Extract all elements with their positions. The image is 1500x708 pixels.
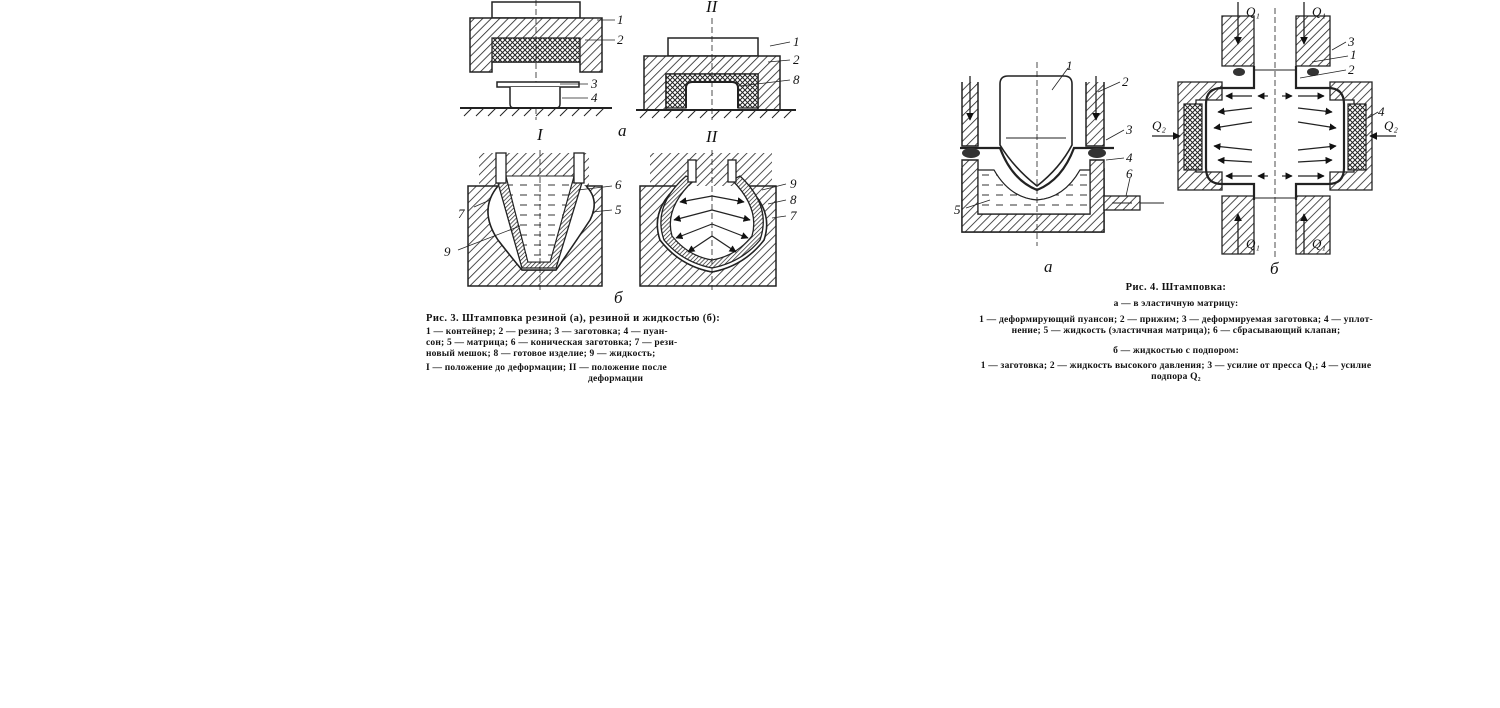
fig3-b-position-II: 9 8 7 xyxy=(639,150,797,290)
fig4-caption: Рис. 4. Штамповка: а — в эластичную матр… xyxy=(979,282,1373,382)
fig3-label-b: б xyxy=(614,288,623,307)
fig3-caption-title: Рис. 3. Штамповка резиной (а), резиной и… xyxy=(426,313,720,324)
fig3-label-4: 4 xyxy=(591,90,598,105)
fig3-a-position-II: II 1 2 8 xyxy=(636,0,800,120)
fig4-caption-a-line-2: нение; 5 — жидкость (эластичная матрица)… xyxy=(1012,325,1341,336)
fig4-label-Q1-top-left: Q₁ xyxy=(1246,4,1260,19)
fig3-label-5: 5 xyxy=(615,202,622,217)
fig4-caption-a-head: а — в эластичную матрицу: xyxy=(1114,299,1239,309)
fig3-label-9b: 9 xyxy=(790,176,797,191)
fig4-b-label-3: 3 xyxy=(1347,34,1355,49)
fig4-a-elastic-die: 1 2 3 4 6 5 xyxy=(954,58,1164,246)
fig3-b-position-I: 7 6 5 9 xyxy=(444,150,622,290)
fig4-label-3: 3 xyxy=(1125,122,1133,137)
figure-4: 1 2 3 4 6 5 а xyxy=(954,2,1398,382)
fig3-label-7b: 7 xyxy=(790,208,797,223)
fig4-b-label-4: 4 xyxy=(1378,104,1385,119)
fig3-a-position-I: 1 2 3 4 xyxy=(460,0,624,120)
fig4-label-1: 1 xyxy=(1066,58,1073,73)
fig4-b-label-2: 2 xyxy=(1348,62,1355,77)
fig3-caption-line-5: деформации xyxy=(588,373,644,384)
fig4-label-Q2-right: Q₂ xyxy=(1384,118,1398,133)
fig3-label-1b: 1 xyxy=(793,34,800,49)
fig4-caption-title: Рис. 4. Штамповка: xyxy=(1126,282,1227,293)
fig4-label-2: 2 xyxy=(1122,74,1129,89)
fig3-caption: Рис. 3. Штамповка резиной (а), резиной и… xyxy=(426,313,720,384)
fig4-caption-b-line-1: 1 — заготовка; 2 — жидкость высокого дав… xyxy=(981,361,1372,371)
fig3-label-8b: 8 xyxy=(793,72,800,87)
fig3-caption-line-1: 1 — контейнер; 2 — резина; 3 — заготовка… xyxy=(426,326,668,337)
fig3-caption-line-4: I — положение до деформации; II — положе… xyxy=(426,362,667,373)
fig4-b-counter-pressure: Q₁ Q₁ Q₁ Q₁ Q₂ Q₂ 3 1 2 4 xyxy=(1152,2,1398,258)
fig4-label-b: б xyxy=(1270,259,1279,278)
fig3-caption-line-3: новый мешок; 8 — готовое изделие; 9 — жи… xyxy=(426,348,655,359)
fig4-label-Q2-left: Q₂ xyxy=(1152,118,1166,133)
fig4-label-Q1-bottom-left: Q₁ xyxy=(1246,236,1260,251)
fig4-label-Q1-bottom-right: Q₁ xyxy=(1312,236,1326,251)
fig3-label-2b: 2 xyxy=(793,52,800,67)
fig4-b-label-1: 1 xyxy=(1350,47,1357,62)
fig3-label-I-bottom: I xyxy=(536,125,544,144)
fig3-label-2: 2 xyxy=(617,32,624,47)
fig4-label-Q1-top-right: Q₁ xyxy=(1312,4,1326,19)
fig3-label-II-bottom: II xyxy=(705,127,719,146)
fig4-label-6: 6 xyxy=(1126,166,1133,181)
fig3-label-3: 3 xyxy=(590,76,598,91)
fig3-caption-line-2: сон; 5 — матрица; 6 — коническая заготов… xyxy=(426,338,677,348)
fig3-label-7a: 7 xyxy=(458,206,465,221)
fig4-caption-b-head: б — жидкостью с подпором: xyxy=(1113,345,1239,356)
fig4-label-a: а xyxy=(1044,257,1053,276)
fig4-caption-a-line-1: 1 — деформирующий пуансон; 2 — прижим; 3… xyxy=(979,314,1373,325)
fig4-label-5: 5 xyxy=(954,202,961,217)
fig3-label-1: 1 xyxy=(617,12,624,27)
fig3-label-8c: 8 xyxy=(790,192,797,207)
fig4-label-4: 4 xyxy=(1126,150,1133,165)
fig3-label-6: 6 xyxy=(615,177,622,192)
fig4-caption-b-line-2: подпора Q₂ xyxy=(1151,372,1201,382)
figure-3: 1 2 3 4 II 1 2 8 а I II xyxy=(426,0,800,384)
fig3-label-II-top: II xyxy=(705,0,719,16)
fig3-label-9a: 9 xyxy=(444,244,451,259)
fig3-label-a: а xyxy=(618,121,627,140)
